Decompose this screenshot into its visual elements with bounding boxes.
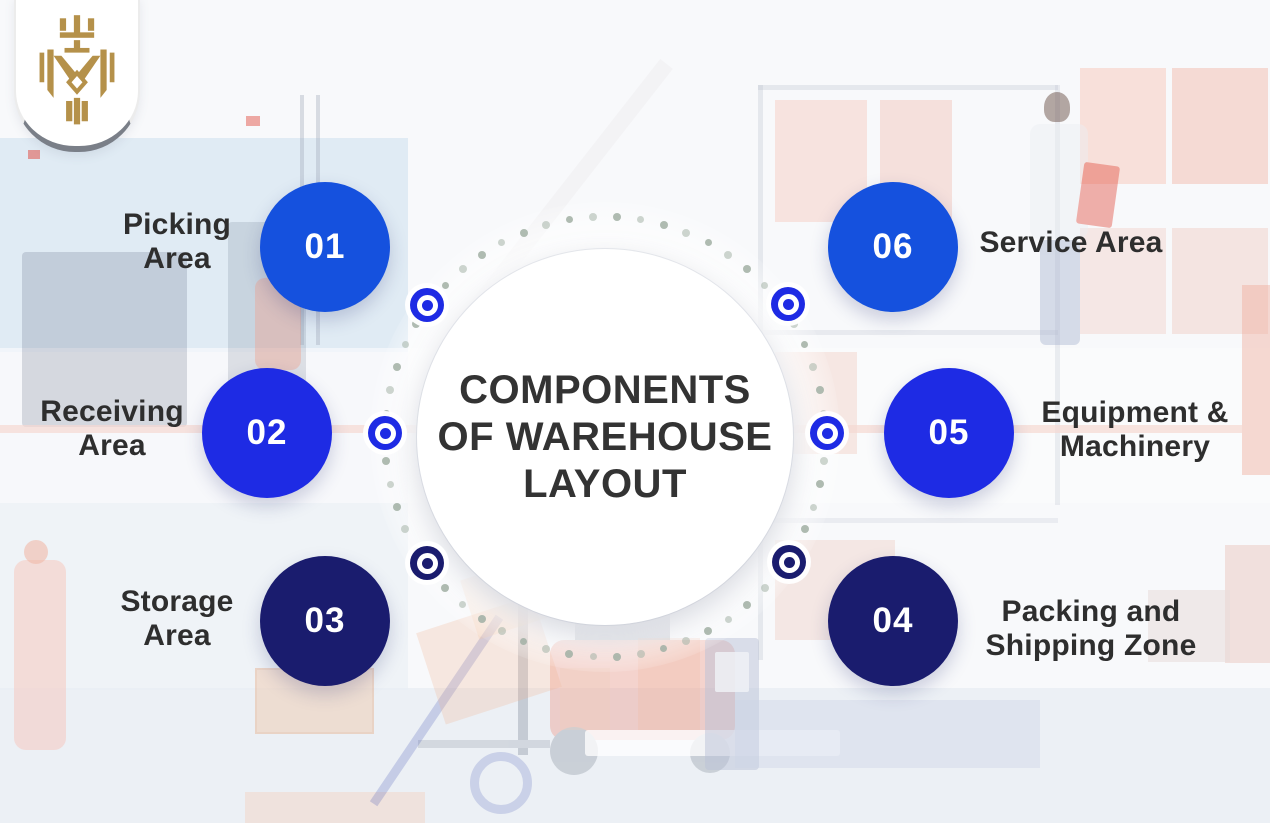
box-illustration	[1225, 545, 1270, 663]
bullseye-icon	[410, 288, 444, 322]
step-number: 04	[872, 601, 914, 640]
bullseye-icon	[810, 416, 844, 450]
label-receiving-area: Receiving Area	[40, 395, 184, 462]
bullseye-icon	[368, 416, 402, 450]
title-line: OF WAREHOUSE	[437, 414, 773, 459]
step-number: 05	[928, 413, 970, 452]
step-number: 03	[304, 601, 346, 640]
kiosk-illustration	[705, 638, 759, 770]
step-circle-04: 04	[828, 556, 958, 686]
brand-logo	[14, 0, 140, 152]
supervisor-illustration	[1022, 92, 1132, 357]
box-illustration	[1080, 68, 1166, 184]
label-storage-area: Storage Area	[120, 585, 234, 652]
kiosk-illustration	[715, 652, 749, 692]
bullseye-icon	[772, 545, 806, 579]
bullseye-icon	[771, 287, 805, 321]
step-circle-02: 02	[202, 368, 332, 498]
box-illustration	[560, 668, 610, 730]
backdrop-floor	[0, 688, 1270, 823]
central-title-circle: COMPONENTS OF WAREHOUSE LAYOUT	[417, 249, 793, 625]
handtruck-illustration	[369, 614, 504, 807]
step-circle-01: 01	[260, 182, 390, 312]
step-number: 06	[872, 227, 914, 266]
bullseye-icon	[410, 546, 444, 580]
rack-illustration	[758, 85, 1058, 90]
title-line: LAYOUT	[523, 461, 687, 506]
step-circle-06: 06	[828, 182, 958, 312]
label-service-area: Service Area	[979, 226, 1163, 259]
label-picking-area: Picking Area	[122, 208, 232, 275]
box-illustration	[28, 150, 40, 159]
label-packing-shipping-zone: Packing and Shipping Zone	[985, 595, 1197, 662]
title-line: COMPONENTS	[459, 367, 751, 412]
step-circle-03: 03	[260, 556, 390, 686]
crate-illustration	[245, 792, 425, 823]
step-circle-05: 05	[884, 368, 1014, 498]
box-illustration	[246, 116, 260, 126]
pallet-illustration	[585, 730, 840, 756]
worker-illustration	[14, 560, 66, 750]
gold-crown-emblem-icon	[39, 15, 115, 125]
box-illustration	[1172, 68, 1268, 184]
counter-illustration	[735, 700, 1040, 768]
worker-illustration	[24, 540, 48, 564]
handtruck-illustration	[470, 752, 532, 814]
step-number: 01	[304, 227, 346, 266]
step-number: 02	[246, 413, 288, 452]
label-equipment-machinery: Equipment & Machinery	[1041, 396, 1229, 463]
